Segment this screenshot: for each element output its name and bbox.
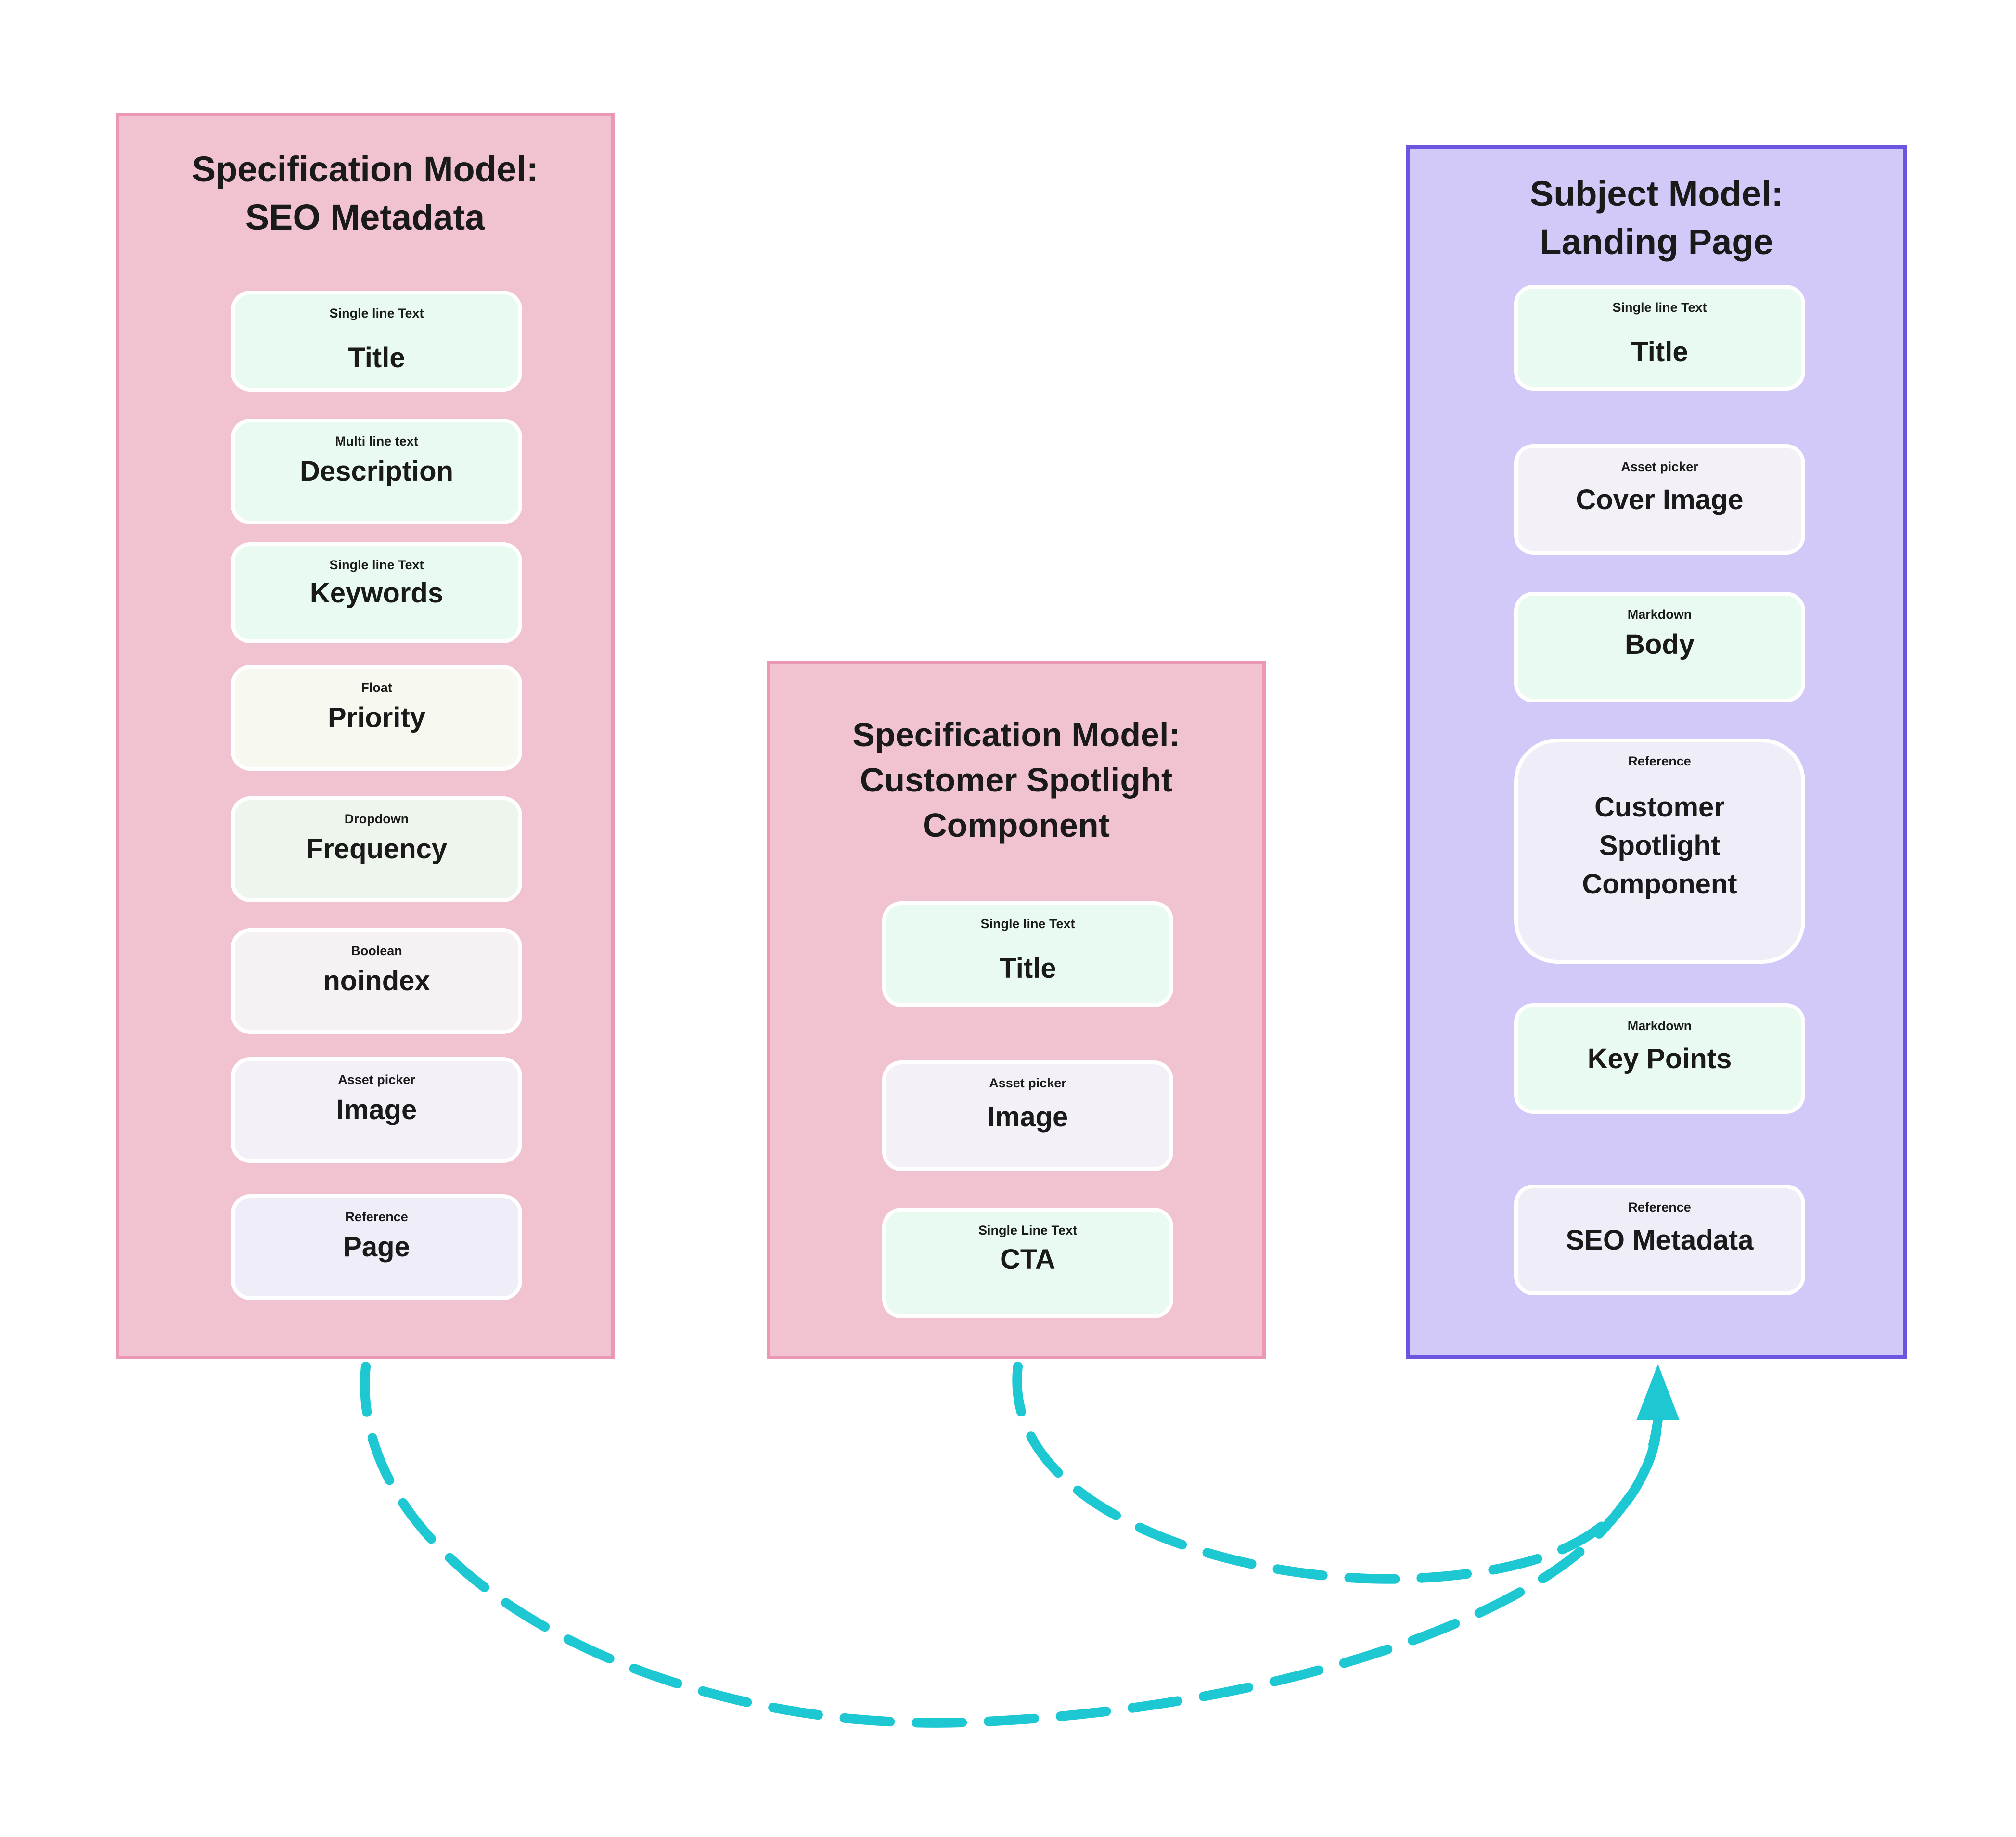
field-type: Single line Text <box>329 558 424 572</box>
field-type: Asset picker <box>338 1072 415 1087</box>
field-type: Asset picker <box>989 1076 1066 1090</box>
field-card-page[interactable]: Reference Page <box>231 1194 522 1300</box>
field-name: Title <box>999 953 1056 984</box>
field-name: Description <box>299 456 454 487</box>
field-card-noindex[interactable]: Boolean noindex <box>231 928 522 1034</box>
field-card-title[interactable]: Single line Text Title <box>1514 285 1805 391</box>
field-name: Title <box>1631 336 1688 368</box>
field-type: Markdown <box>1627 1019 1692 1033</box>
field-card-priority[interactable]: Float Priority <box>231 665 522 771</box>
field-name: Body <box>1625 629 1695 660</box>
connector-spotlight-to-landing <box>1012 1362 1663 1584</box>
field-type: Markdown <box>1627 607 1692 622</box>
field-type: Single line Text <box>329 306 424 320</box>
field-name: Image <box>336 1094 417 1125</box>
field-type: Single line Text <box>1612 300 1707 315</box>
field-type: Reference <box>1628 754 1691 768</box>
field-card-body[interactable]: Markdown Body <box>1514 592 1805 702</box>
field-type: Dropdown <box>344 812 409 826</box>
field-name: Cover Image <box>1576 484 1744 515</box>
field-card-frequency[interactable]: Dropdown Frequency <box>231 796 522 902</box>
field-name: noindex <box>323 965 430 996</box>
model-title: Subject Model: Landing Page <box>1529 174 1784 262</box>
arrowhead-icon <box>1636 1364 1680 1420</box>
field-card-cover-image[interactable]: Asset picker Cover Image <box>1514 444 1805 555</box>
field-card-title[interactable]: Single line Text Title <box>882 901 1173 1007</box>
field-card-description[interactable]: Multi line text Description <box>231 419 522 524</box>
field-name: Title <box>348 342 405 373</box>
field-card-seo-metadata[interactable]: Reference SEO Metadata <box>1514 1185 1805 1295</box>
field-type: Reference <box>345 1210 408 1224</box>
field-name: Page <box>343 1231 410 1263</box>
field-card-key-points[interactable]: Markdown Key Points <box>1514 1003 1805 1114</box>
field-name: Priority <box>327 702 426 733</box>
field-name: Frequency <box>306 833 448 865</box>
seo-metadata-model: Specification Model: SEO Metadata Single… <box>116 113 615 1359</box>
field-type: Single line Text <box>980 917 1075 931</box>
field-name: SEO Metadata <box>1566 1225 1754 1256</box>
field-type: Single Line Text <box>978 1223 1078 1237</box>
field-type: Asset picker <box>1621 459 1698 474</box>
field-card-cta[interactable]: Single Line Text CTA <box>882 1208 1173 1318</box>
field-type: Float <box>361 680 392 695</box>
field-name: CTA <box>1000 1244 1055 1275</box>
field-card-image[interactable]: Asset picker Image <box>882 1060 1173 1171</box>
field-name: Keywords <box>309 577 444 609</box>
field-card-keywords[interactable]: Single line Text Keywords <box>231 542 522 643</box>
model-title: Specification Model: Customer Spotlight … <box>852 716 1180 844</box>
model-title: Specification Model: SEO Metadata <box>192 149 539 237</box>
field-type: Boolean <box>351 944 402 958</box>
landing-page-model: Subject Model: Landing Page Single line … <box>1406 145 1907 1359</box>
field-name: Image <box>987 1101 1068 1133</box>
field-card-customer-spotlight[interactable]: Reference Customer Spotlight Component <box>1514 739 1805 964</box>
field-name: Customer Spotlight Component <box>1582 791 1737 900</box>
field-type: Multi line text <box>335 434 418 448</box>
field-name: Key Points <box>1587 1043 1732 1074</box>
field-type: Reference <box>1628 1200 1691 1214</box>
customer-spotlight-model: Specification Model: Customer Spotlight … <box>767 661 1266 1359</box>
field-card-title[interactable]: Single line Text Title <box>231 291 522 392</box>
connector-seo-to-landing <box>360 1362 1663 1728</box>
field-card-image[interactable]: Asset picker Image <box>231 1057 522 1163</box>
